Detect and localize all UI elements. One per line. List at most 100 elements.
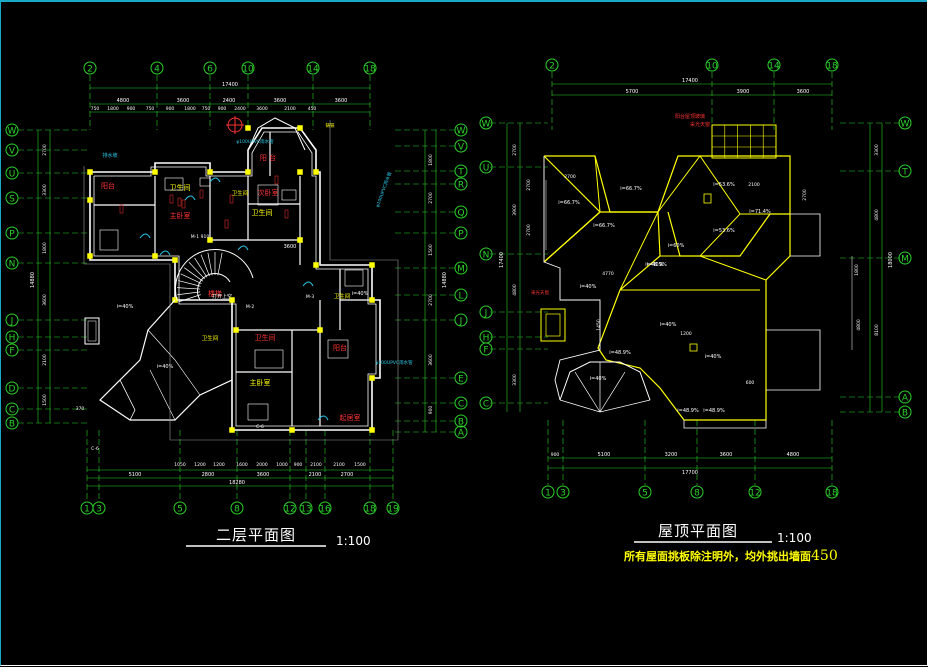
dimension-detail: 450: [308, 106, 317, 112]
axis-bubble-left-label: J: [484, 309, 488, 319]
room-label: 卫生间: [255, 333, 276, 342]
dimension-top: 4800: [117, 98, 130, 104]
room-label: 卫生间: [170, 183, 191, 192]
dimension-side: 2100: [42, 354, 48, 366]
roof-slope-label: i=40%: [660, 322, 677, 328]
axis-bubble-right: [454, 177, 468, 191]
axis-bubble-left: [5, 191, 19, 205]
slope-label: i=40%: [352, 291, 369, 297]
door-swing: [274, 175, 279, 185]
room-label: 卫生间: [232, 189, 249, 197]
axis-bubble-bottom: [230, 501, 244, 515]
stair-outer-rail: [174, 248, 254, 301]
spiral-stair: [174, 248, 254, 303]
dimension-top: 3600: [797, 89, 810, 95]
fixture: [254, 349, 284, 369]
axis-bubble-top-label: 10: [706, 62, 718, 72]
dimension-bottom: 5100: [598, 452, 611, 458]
structural-column: [297, 169, 303, 175]
axis-bubble-right-label: P: [458, 230, 464, 240]
dimension-detail: 2400: [234, 106, 246, 112]
axis-bubble-top-label: 14: [307, 65, 319, 75]
dimension-side: 3600: [428, 354, 434, 366]
fixture: [257, 184, 279, 206]
dimension-top: 3600: [335, 98, 348, 104]
axis-bubble-bottom-label: 8: [234, 505, 240, 515]
axis-bubble-left: [5, 166, 19, 180]
dimension-top: 3600: [274, 98, 287, 104]
axis-bubble-top-label: 10: [242, 65, 254, 75]
door-tag: M-1 910: [191, 234, 210, 240]
stair-tread: [178, 294, 201, 303]
door-swing: [169, 194, 174, 204]
room-label: 阳台: [333, 343, 347, 352]
door-arc: [184, 195, 196, 201]
roof-slope-label: i=53.6%: [713, 228, 735, 234]
dimension-detail: 2100: [284, 106, 296, 112]
stair-tread: [180, 273, 202, 284]
axis-bubble-right: [454, 313, 468, 327]
axis-bubble-left-label: U: [9, 170, 16, 180]
dimension-bottom: 2800: [202, 472, 215, 478]
top-bay-window: [247, 117, 306, 151]
wall-outline: [543, 156, 601, 401]
dimension-detail: 1200: [213, 462, 225, 468]
axis-bubble-right: [898, 405, 912, 419]
axis-bubble-bottom-label: 5: [642, 489, 648, 499]
axis-bubble-top: [767, 58, 781, 72]
axis-bubble-left: [5, 343, 19, 357]
axis-bubble-top: [83, 61, 97, 75]
window-frame: [84, 317, 100, 345]
roof-slope-label: i=48.9%: [703, 408, 725, 414]
roof-slope-label: i=71.4%: [749, 209, 771, 215]
axis-bubble-top: [705, 58, 719, 72]
bay-roof-outline: [559, 361, 651, 401]
stair-tread: [217, 252, 223, 276]
axis-bubble-right-label: B: [458, 418, 464, 428]
roof-slope-label: i=66.7%: [593, 223, 615, 229]
axis-bubble-left: [479, 160, 493, 174]
axis-bubble-left-label: U: [483, 164, 490, 174]
structural-column: [229, 427, 235, 433]
annotation-label: φ100UPVC雨水管: [236, 138, 274, 145]
axis-bubble-left-label: H: [483, 334, 490, 344]
roof-hip: [594, 155, 601, 213]
dimension-detail: 1050: [174, 462, 186, 468]
dimension-side: 3600: [42, 294, 48, 306]
axis-bubble-top: [150, 61, 164, 75]
axis-bubble-left: [5, 256, 19, 270]
axis-bubble-bottom-label: 3: [96, 505, 102, 515]
axis-bubble-left: [5, 402, 19, 416]
axis-bubble-right: [454, 226, 468, 240]
dimension-side: 900: [428, 406, 434, 415]
axis-bubble-top: [241, 61, 255, 75]
axis-bubble-left-label: N: [483, 251, 490, 261]
structural-column: [172, 257, 178, 263]
dimension-side: 1800: [42, 242, 48, 254]
door-swing: [177, 197, 182, 207]
axis-bubble-left-label: J: [10, 317, 14, 327]
bay-roof-ridge: [574, 371, 601, 413]
dimension-detail: 1200: [194, 462, 206, 468]
dimension-detail: 1800: [184, 106, 196, 112]
structural-column: [245, 169, 251, 175]
axis-bubble-bottom: [283, 501, 297, 515]
room-label: 阳台: [101, 181, 115, 190]
door-swing: [284, 209, 289, 219]
dimension-total-top: 17400: [222, 82, 238, 88]
dimension-detail: 750: [91, 106, 100, 112]
dimension-side: 3300: [512, 374, 518, 386]
fixture: [99, 229, 119, 251]
axis-bubble-top-label: 2: [87, 65, 93, 75]
dimension-side: 14880: [442, 272, 448, 288]
axis-bubble-right-label: A: [902, 394, 909, 404]
roof-footnote-text: 所有屋面挑板除注明外，均外挑出墙面: [624, 550, 811, 563]
room-label: 起居室: [340, 413, 361, 422]
axis-bubble-bottom-label: 12: [284, 505, 295, 515]
dimension-bottom: 3600: [720, 452, 733, 458]
axis-bubble-bottom: [92, 501, 106, 515]
dimension-bottom: 2700: [341, 472, 354, 478]
axis-bubble-bottom: [748, 485, 762, 499]
dimension-detail: 3600: [256, 106, 268, 112]
